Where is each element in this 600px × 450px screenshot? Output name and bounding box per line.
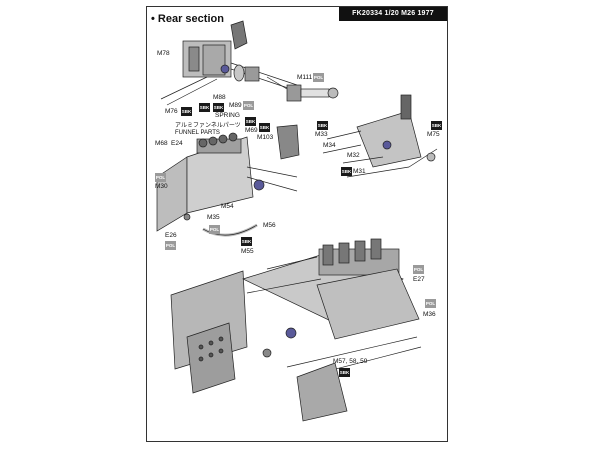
tag-sbk: SBK xyxy=(213,103,224,112)
label-m36: M36 xyxy=(423,311,436,318)
tag-pol: POL xyxy=(313,73,324,82)
chassis-assembly-drawing xyxy=(170,238,422,422)
label-m111: M111 xyxy=(297,74,313,81)
label-m57-58-59: M57, 58, 59 xyxy=(333,358,368,365)
tag-sbk: SBK xyxy=(317,121,328,130)
tag-pol: POL xyxy=(243,101,254,110)
tag-sbk: SBK xyxy=(245,117,256,126)
section-title: • Rear section xyxy=(151,13,224,25)
label-m54: M54 xyxy=(221,203,234,210)
tag-sbk: SBK xyxy=(431,121,442,130)
damper-part-drawing xyxy=(266,76,339,102)
label-m56: M56 xyxy=(263,222,276,229)
instruction-page: • Rear section FK20334 1/20 M26 1977 xyxy=(146,6,448,442)
label-m35: M35 xyxy=(207,214,220,221)
tag-pol: POL xyxy=(165,241,176,250)
label-m69: M69 xyxy=(245,127,258,134)
label-m76: M76 xyxy=(165,108,178,115)
label-e24: E24 xyxy=(171,140,183,147)
label-m34: M34 xyxy=(323,142,336,149)
tag-pol: POL xyxy=(425,299,436,308)
tag-sbk: SBK xyxy=(341,167,352,176)
rear-frame-assembly-drawing xyxy=(160,20,298,106)
assembly-illustration xyxy=(156,20,438,422)
kit-code-bar: FK20334 1/20 M26 1977 xyxy=(339,7,447,21)
label-m75: M75 xyxy=(427,131,440,138)
label-m31: M31 xyxy=(353,168,366,175)
tag-sbk: SBK xyxy=(199,103,210,112)
label-funnel-jp: アルミファンネルパーツ xyxy=(175,123,241,129)
label-m78: M78 xyxy=(157,50,170,57)
tag-sbk: SBK xyxy=(259,123,270,132)
tag-pol: POL xyxy=(155,173,166,182)
label-m89: M89 xyxy=(229,102,242,109)
tag-pol: POL xyxy=(413,265,424,274)
tag-sbk: SBK xyxy=(181,107,192,116)
label-m55: M55 xyxy=(241,248,254,255)
label-m33: M33 xyxy=(315,131,328,138)
label-m32: M32 xyxy=(347,152,360,159)
label-m103: M103 xyxy=(257,134,274,141)
label-m88: M88 xyxy=(213,94,226,101)
tag-pol: POL xyxy=(209,225,220,234)
label-m30: M30 xyxy=(155,183,168,190)
label-e27: E27 xyxy=(413,276,425,283)
rear-suspension-drawing xyxy=(322,94,438,178)
label-funnel-en: FUNNEL PARTS xyxy=(175,130,220,136)
label-e26: E26 xyxy=(165,232,177,239)
label-spring: SPRING xyxy=(215,112,240,119)
label-m68: M68 xyxy=(155,140,168,147)
tag-sbk: SBK xyxy=(241,237,252,246)
tag-sbk: SBK xyxy=(339,368,350,377)
